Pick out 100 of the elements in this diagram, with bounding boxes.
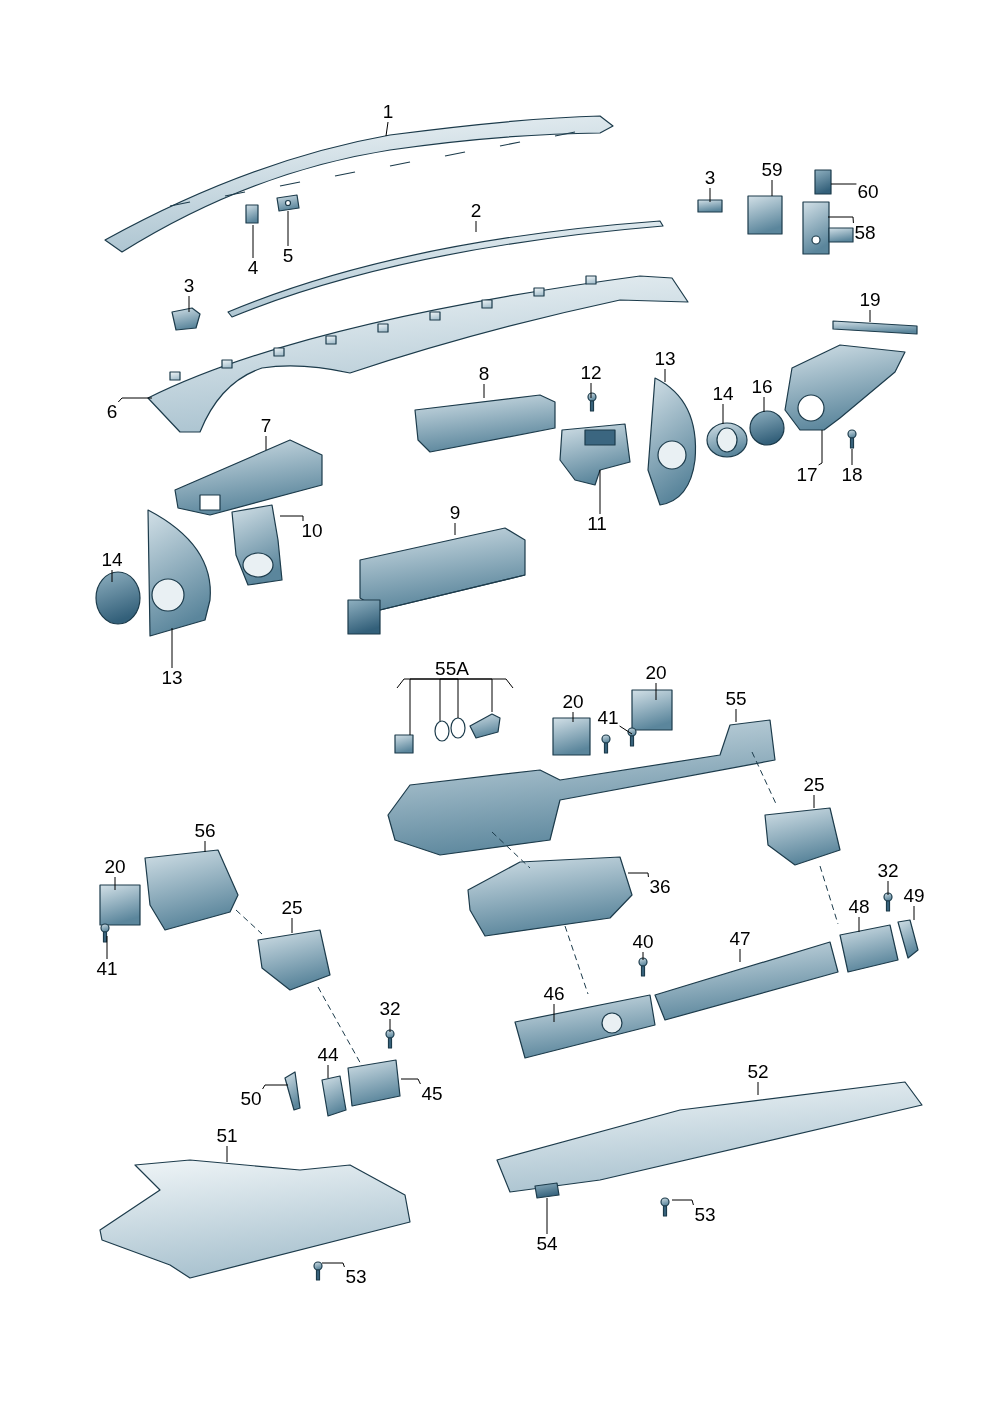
leader-line bbox=[887, 880, 889, 896]
leader-line bbox=[830, 183, 857, 185]
leader-line bbox=[851, 448, 853, 466]
leader-line bbox=[709, 187, 711, 203]
leader-line bbox=[252, 224, 254, 259]
leader-line bbox=[722, 403, 724, 425]
callout-number: 60 bbox=[856, 182, 880, 202]
callout-number: 25 bbox=[802, 775, 826, 795]
leader-line bbox=[171, 627, 173, 669]
callout-number: 40 bbox=[631, 932, 655, 952]
leader-line bbox=[627, 872, 649, 878]
leader-line bbox=[483, 383, 485, 399]
callout-number: 3 bbox=[703, 168, 717, 188]
callout-number: 44 bbox=[316, 1045, 340, 1065]
callout-number: 36 bbox=[648, 877, 672, 897]
frame-drawing bbox=[784, 344, 906, 431]
leader-line bbox=[106, 935, 108, 960]
callout-number: 12 bbox=[579, 363, 603, 383]
callout-number: 59 bbox=[760, 160, 784, 180]
leader-line bbox=[757, 1081, 759, 1096]
leader-line bbox=[671, 1199, 694, 1206]
callout-number: 16 bbox=[750, 377, 774, 397]
callout-number: 10 bbox=[300, 521, 324, 541]
callout-number: 9 bbox=[448, 503, 462, 523]
callout-number: 52 bbox=[746, 1062, 770, 1082]
leader-line bbox=[291, 917, 293, 934]
callout-number: 56 bbox=[193, 821, 217, 841]
callout-number: 47 bbox=[728, 929, 752, 949]
callout-number: 14 bbox=[711, 384, 735, 404]
callout-number: 54 bbox=[535, 1234, 559, 1254]
cap-drawing bbox=[814, 169, 832, 195]
callout-number: 55 bbox=[724, 689, 748, 709]
callout-number: 45 bbox=[420, 1084, 444, 1104]
callout-number: 41 bbox=[95, 959, 119, 979]
callout-number: 13 bbox=[653, 349, 677, 369]
callout-number: 53 bbox=[693, 1205, 717, 1225]
leader-line bbox=[739, 948, 741, 963]
leader-line bbox=[262, 1084, 289, 1090]
leader-line bbox=[439, 678, 453, 722]
leader-line bbox=[117, 397, 153, 403]
leader-line bbox=[204, 840, 206, 853]
leader-line bbox=[599, 469, 601, 515]
leader-line bbox=[400, 1078, 421, 1085]
leader-line bbox=[664, 368, 666, 383]
callout-number: 51 bbox=[215, 1126, 239, 1146]
callout-number: 13 bbox=[160, 668, 184, 688]
leader-line bbox=[451, 678, 493, 713]
callout-number: 32 bbox=[378, 999, 402, 1019]
leader-line bbox=[913, 905, 915, 921]
callout-number: 32 bbox=[876, 861, 900, 881]
callout-number: 11 bbox=[586, 514, 608, 534]
callout-number: 25 bbox=[280, 898, 304, 918]
callout-number: 5 bbox=[281, 246, 295, 266]
leader-line bbox=[226, 1145, 228, 1163]
callout-number: 48 bbox=[847, 897, 871, 917]
callout-number: 55A bbox=[434, 659, 470, 679]
callout-number: 50 bbox=[239, 1089, 263, 1109]
leader-line bbox=[287, 210, 289, 247]
leader-line bbox=[475, 220, 477, 233]
callout-number: 58 bbox=[853, 223, 877, 243]
leader-line bbox=[869, 309, 871, 323]
leader-line bbox=[111, 569, 113, 583]
leader-line bbox=[619, 725, 633, 735]
callout-number: 2 bbox=[469, 201, 483, 221]
leader-line bbox=[327, 1064, 329, 1079]
leader-line bbox=[735, 708, 737, 723]
leader-line bbox=[188, 295, 190, 313]
callout-number: 4 bbox=[246, 258, 260, 278]
leader-line bbox=[858, 916, 860, 933]
callout-number: 46 bbox=[542, 984, 566, 1004]
callout-number: 53 bbox=[344, 1267, 368, 1287]
leader-line bbox=[279, 515, 304, 522]
leader-line bbox=[321, 1262, 345, 1268]
callout-number: 3 bbox=[182, 276, 196, 296]
callout-number: 17 bbox=[795, 465, 819, 485]
leader-line bbox=[385, 121, 389, 137]
callout-number: 41 bbox=[596, 708, 620, 728]
callout-number: 49 bbox=[902, 886, 926, 906]
leader-line bbox=[265, 435, 267, 451]
callout-number: 1 bbox=[381, 102, 395, 122]
callout-number: 7 bbox=[259, 416, 273, 436]
callout-number: 20 bbox=[644, 663, 668, 683]
leader-line bbox=[642, 951, 644, 961]
clip-drawing bbox=[534, 1182, 560, 1199]
callout-number: 6 bbox=[105, 402, 119, 422]
callout-number: 18 bbox=[840, 465, 864, 485]
leader-line bbox=[553, 1003, 555, 1023]
leader-line bbox=[827, 216, 854, 224]
leader-line bbox=[771, 179, 773, 197]
leader-line bbox=[818, 429, 823, 466]
callout-number: 14 bbox=[100, 550, 124, 570]
leader-line bbox=[813, 794, 815, 809]
leader-line bbox=[454, 522, 456, 536]
clip-drawing bbox=[276, 194, 300, 212]
callout-number: 20 bbox=[103, 857, 127, 877]
callout-number: 8 bbox=[477, 364, 491, 384]
leader-line bbox=[763, 396, 765, 413]
leader-line bbox=[546, 1197, 548, 1235]
callout-number: 20 bbox=[561, 692, 585, 712]
leader-line bbox=[389, 1018, 391, 1033]
